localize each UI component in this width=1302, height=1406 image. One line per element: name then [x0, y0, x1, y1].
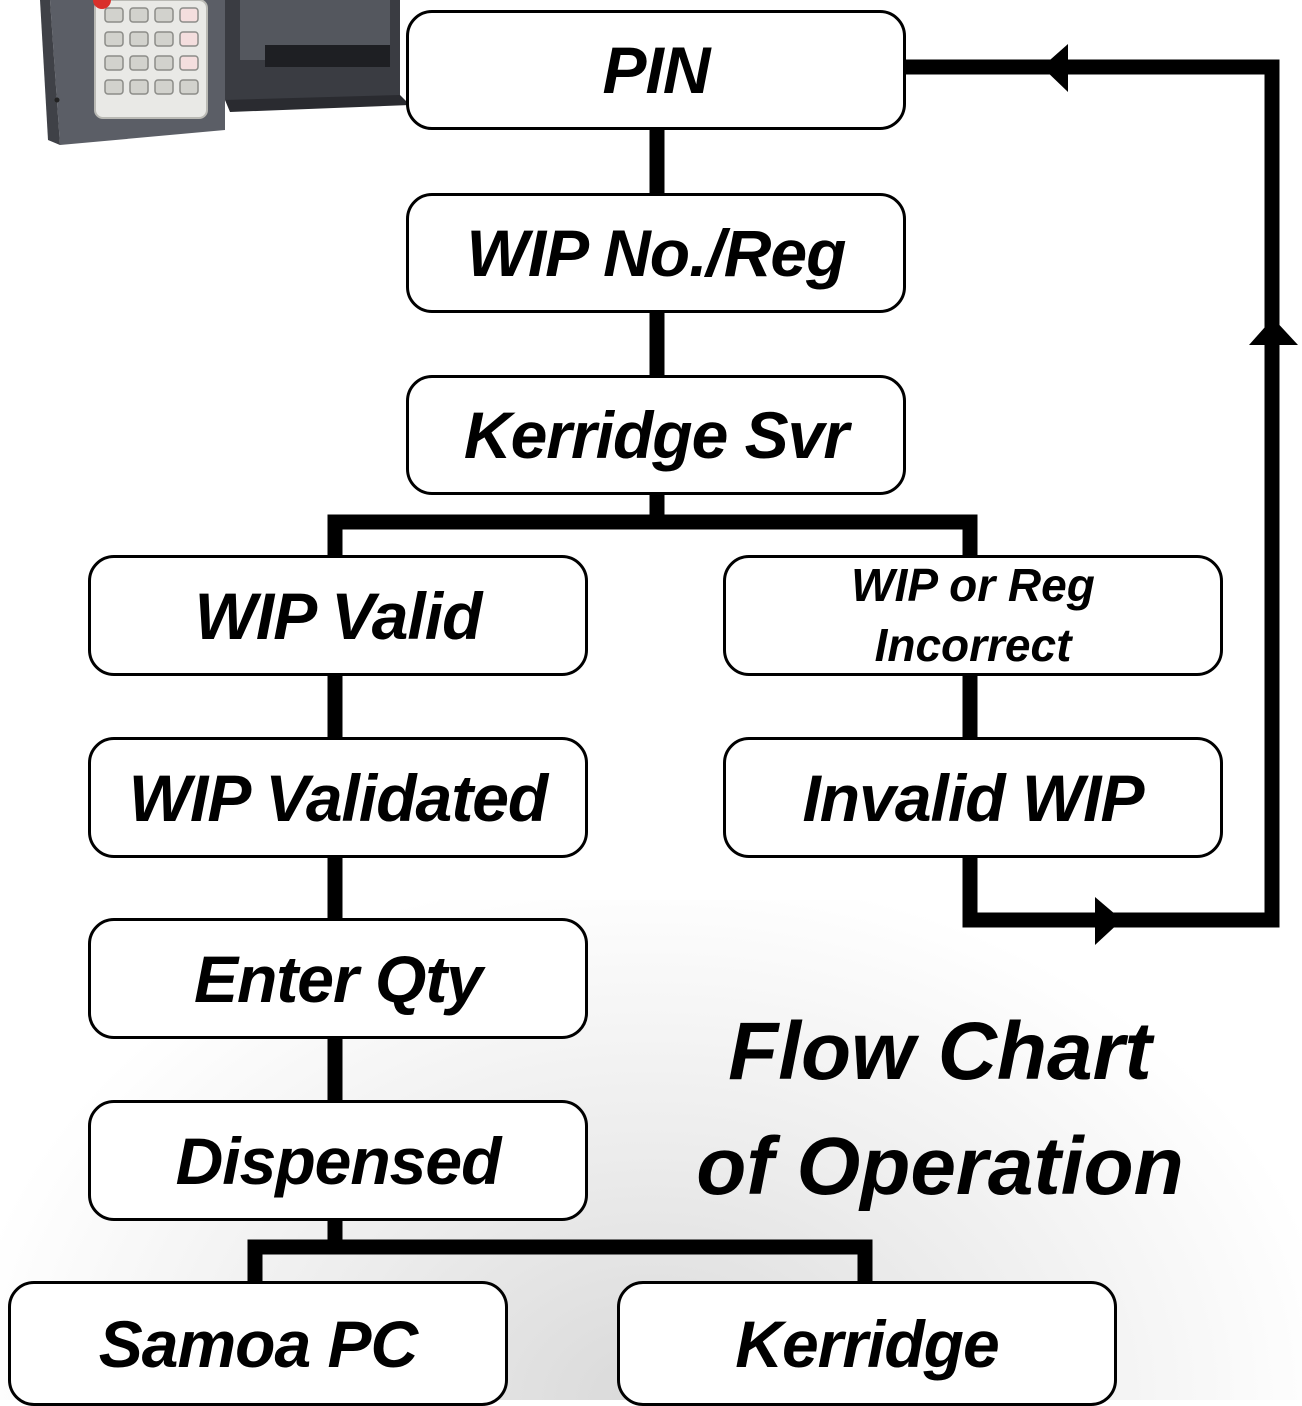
node-samoa-pc-label: Samoa PC: [98, 1306, 418, 1381]
node-wip-or-reg-incorrect-line-1: WIP or Reg: [851, 558, 1095, 611]
diagram-title-line-2: of Operation: [696, 1120, 1184, 1212]
node-dispensed: Dispensed: [88, 1100, 588, 1221]
node-wip-validated-label: WIP Validated: [128, 760, 549, 835]
node-invalid-wip-label: Invalid WIP: [802, 760, 1144, 835]
keypad-device-image: [40, 0, 410, 145]
diagram-title: Flow Chart of Operation: [640, 995, 1240, 1225]
node-wip-or-reg-incorrect-line-2: Incorrect: [874, 618, 1072, 671]
node-enter-qty-label: Enter Qty: [193, 941, 483, 1016]
node-kerridge-svr-label: Kerridge Svr: [463, 398, 849, 472]
diagram-title-line-1: Flow Chart: [728, 1006, 1152, 1097]
node-invalid-wip: Invalid WIP: [723, 737, 1223, 858]
node-wip-no-reg: WIP No./Reg: [406, 193, 906, 313]
node-dispensed-label: Dispensed: [175, 1123, 502, 1198]
node-wip-no-reg-label: WIP No./Reg: [466, 216, 847, 290]
node-wip-validated: WIP Validated: [88, 737, 588, 858]
node-samoa-pc: Samoa PC: [8, 1281, 508, 1406]
node-kerridge: Kerridge: [617, 1281, 1117, 1406]
node-kerridge-svr: Kerridge Svr: [406, 375, 906, 495]
node-wip-valid: WIP Valid: [88, 555, 588, 676]
node-pin: PIN: [406, 10, 906, 130]
node-wip-or-reg-incorrect: WIP or Reg Incorrect: [723, 555, 1223, 676]
node-pin-label: PIN: [602, 33, 710, 107]
node-wip-valid-label: WIP Valid: [194, 578, 483, 653]
node-enter-qty: Enter Qty: [88, 918, 588, 1039]
node-kerridge-label: Kerridge: [735, 1306, 999, 1381]
